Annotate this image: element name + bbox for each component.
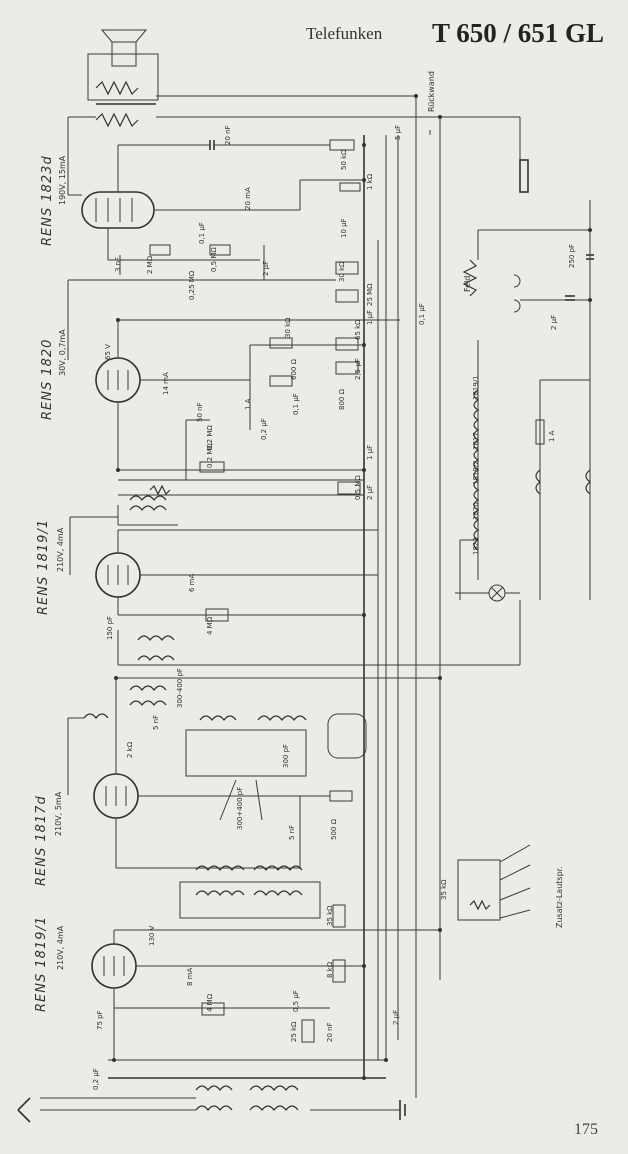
bus-lines (67, 95, 521, 1098)
tube-1-icon (81, 191, 155, 229)
tube-4-icon (93, 773, 139, 819)
antenna-arrow-icon (17, 1097, 31, 1123)
output-transformer (95, 112, 139, 128)
page-number: 175 (574, 1121, 598, 1138)
tube-5-icon (91, 943, 137, 989)
tube-3-icon (95, 552, 141, 598)
model-number: T 650 / 651 GL (432, 18, 605, 48)
junction-dots (112, 94, 592, 1080)
tube-2-icon (95, 357, 141, 403)
coil-shield-icon (327, 713, 367, 759)
loudspeaker-icon (87, 29, 159, 105)
brand-name: Telefunken (306, 24, 383, 43)
